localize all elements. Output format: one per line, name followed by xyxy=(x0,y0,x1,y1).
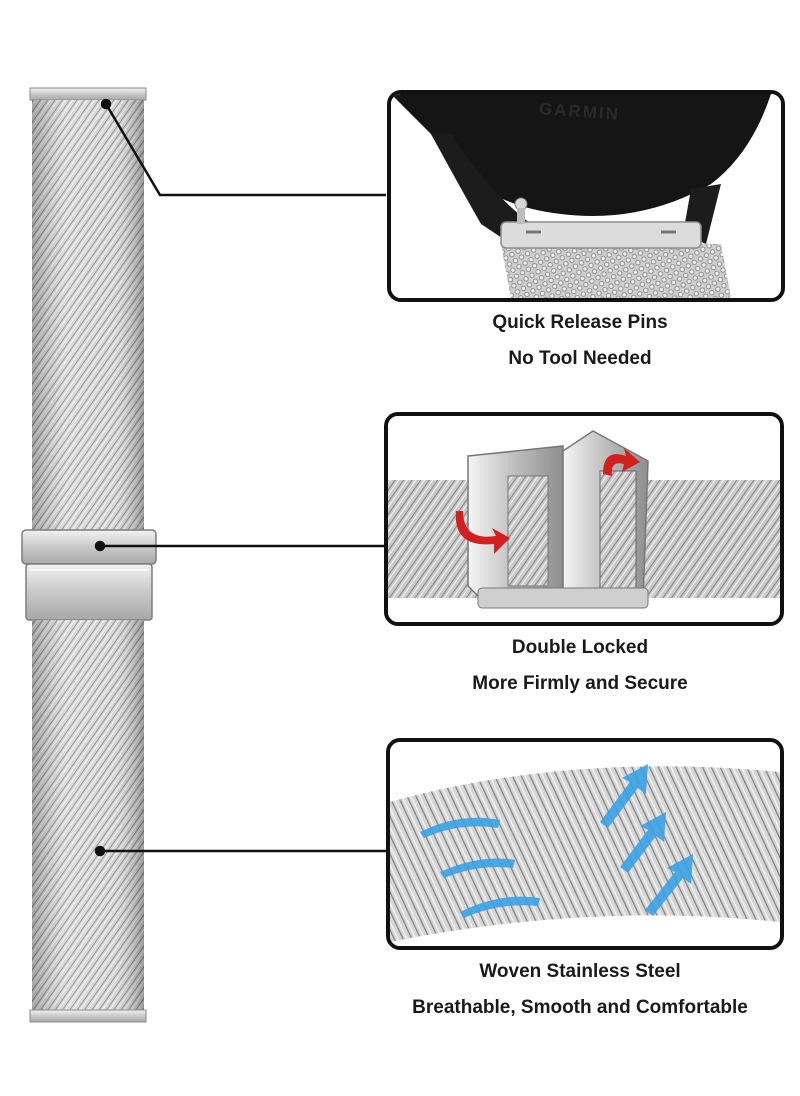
quick-release-title: Quick Release Pins xyxy=(492,312,668,333)
callout-line-pins xyxy=(104,103,386,197)
strap-clasp xyxy=(21,529,157,621)
woven-steel-subtitle: Breathable, Smooth and Comfortable xyxy=(412,997,748,1018)
woven-steel-title: Woven Stainless Steel xyxy=(479,961,681,982)
clasp-arrows-icon xyxy=(388,416,780,622)
double-locked-title: Double Locked xyxy=(511,637,649,658)
woven-steel-detail-panel xyxy=(386,738,784,950)
strap-top-end xyxy=(29,87,147,101)
airflow-arrows-icon xyxy=(390,742,780,946)
double-locked-subtitle: More Firmly and Secure xyxy=(472,673,688,694)
quick-release-subtitle: No Tool Needed xyxy=(508,348,652,369)
quick-release-detail-panel: GARMIN xyxy=(387,90,785,302)
double-locked-detail-panel xyxy=(384,412,784,626)
watch-lug-pin-icon xyxy=(391,94,781,298)
strap-bottom-end xyxy=(29,1009,147,1023)
